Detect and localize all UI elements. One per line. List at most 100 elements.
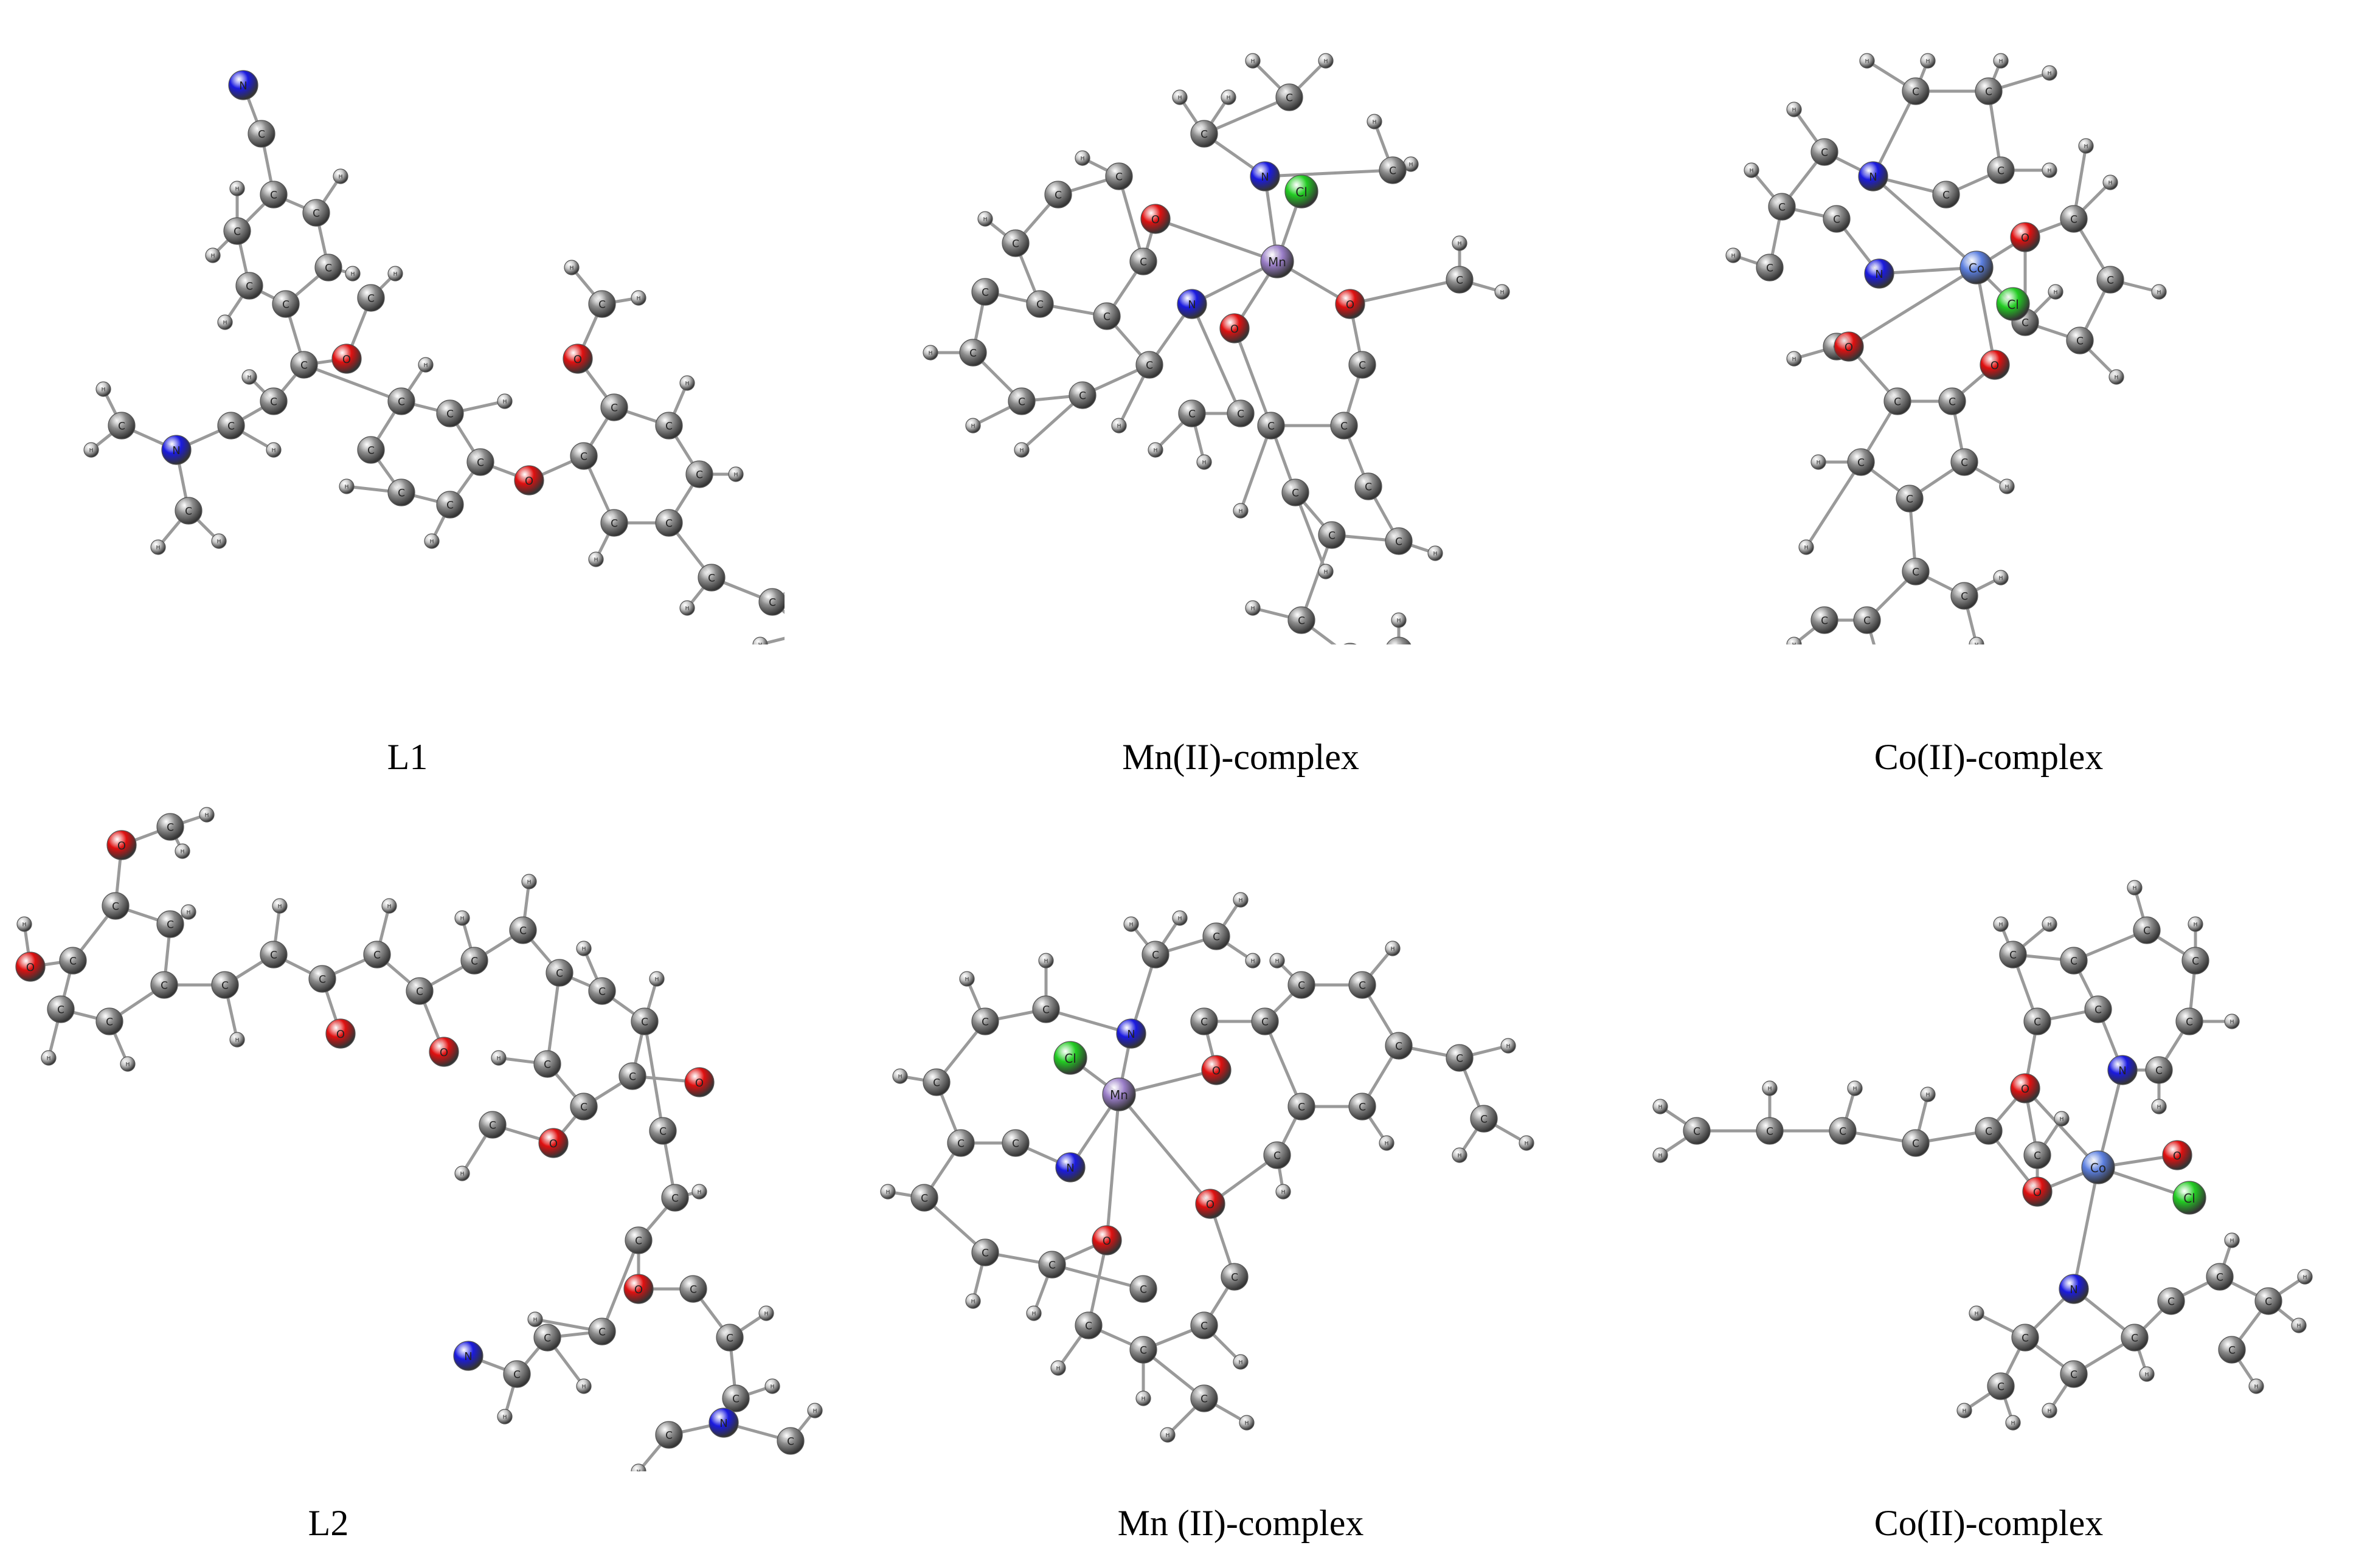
atom-label: C [1480,1114,1488,1126]
atom-c: C [777,1427,805,1455]
atom-c: C [971,1007,999,1035]
atom-label: C [416,986,423,998]
atom-c: C [618,1062,646,1090]
atom-label: C [446,500,454,512]
atom-label: H [637,296,641,302]
atom-c: C [588,977,616,1005]
atom-label: C [373,950,381,962]
atom-c: C [1756,1117,1784,1145]
atom-h: H [1920,53,1936,69]
atom-c: C [1281,478,1309,506]
atom-label: O [2173,1150,2181,1162]
atom-label: C [519,925,527,938]
atom-mn: Mn [1260,244,1294,278]
atom-c: C [150,971,178,999]
atom-c: C [1975,1117,2003,1145]
atom-label: H [503,399,507,406]
atom-label: Mn [1110,1088,1128,1102]
atom-label: C [982,1017,989,1029]
atom-label: H [2115,375,2119,381]
atom-h: H [1744,162,1759,178]
atom-o: O [1335,289,1365,319]
atom-label: H [2145,1372,2149,1378]
atom-n: N [2059,1274,2089,1304]
atom-label: O [1103,1235,1111,1248]
atom-c: C [1823,205,1851,233]
atom-label: C [969,348,977,360]
bond [758,637,785,644]
atom-label: C [1103,311,1111,323]
atom-h: H [2188,916,2203,932]
atom-h: H [1786,351,1802,367]
atom-label: C [921,1193,928,1205]
atom-label: C [2131,1333,2138,1345]
atom-label: C [69,956,77,968]
atom-label: C [1188,409,1196,421]
atom-h: H [120,1056,136,1072]
atom-c: C [600,393,628,421]
atom-h: H [1233,1354,1249,1370]
caption-mn1: Mn(II)-complex [1122,737,1359,777]
atom-c: C [102,892,130,920]
atom-c: C [2060,205,2088,233]
atom-label: H [1926,59,1930,65]
bond [1263,168,1395,178]
atom-c: C [217,412,245,440]
atom-label: H [351,272,355,278]
atom-label: C [598,299,606,311]
atom-n: N [1116,1018,1146,1049]
atom-label: H [211,254,215,260]
atom-c: C [971,1238,999,1266]
atom-c: C [260,387,288,415]
atom-label: H [217,539,221,545]
atom-label: C [167,822,174,834]
atom-c: C [1038,1251,1066,1279]
atom-label: C [313,208,320,220]
atom-label: H [1500,290,1505,296]
atom-label: H [424,363,428,369]
atom-c: C [509,916,537,944]
atom-h: H [2224,1014,2240,1029]
atom-label: O [440,1046,448,1059]
atom-label: H [2060,1117,2064,1123]
atom-c: C [2254,1287,2282,1315]
atom-label: N [1188,299,1196,311]
atom-c: C [685,460,713,488]
atom-c: C [47,995,75,1023]
atom-c: C [1129,1336,1157,1364]
atom-c: C [625,1226,653,1254]
atom-c: C [175,497,203,525]
atom-label: C [2265,1296,2272,1308]
atom-label: C [598,1327,606,1339]
atom-label: C [489,1120,496,1132]
atom-label: C [477,457,484,469]
atom-label: H [1178,95,1182,102]
atom-label: C [1985,86,1992,98]
bond [1202,95,1291,136]
atom-label: C [1961,457,1968,469]
atom-h: H [2139,1366,2155,1382]
atom-c: C [1251,1007,1279,1035]
bonds [929,59,1504,644]
atom-label: C [544,1333,551,1345]
atom-h: H [2248,1378,2264,1394]
atom-c: C [2121,1324,2149,1352]
atom-c: C [588,290,616,318]
atom-c: C [1263,1141,1291,1169]
atom-c: C [722,1384,750,1412]
atom-label: O [634,1283,643,1296]
atom-label: C [1267,421,1275,433]
atom-c: C [1002,1129,1030,1157]
bond [1117,174,1145,263]
bond [2072,1166,2100,1291]
atom-label: H [1792,643,1797,644]
atom-label: H [223,320,227,326]
atom-label: Mn [1268,255,1286,269]
atom-c: C [2060,1360,2088,1388]
atom-c: C [655,509,683,537]
atom-c: C [1142,941,1169,969]
atom-label: H [594,558,598,564]
atom-label: C [161,980,168,992]
atom-h: H [588,551,604,567]
atom-h: H [1920,1086,1936,1102]
